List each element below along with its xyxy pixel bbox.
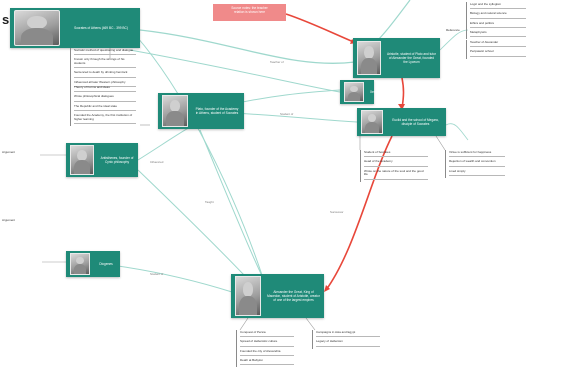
node-plato[interactable]: Plato, founder of the Academy in Athens,… <box>158 93 244 129</box>
notes-list-cynics: Virtue is sufficient for happiness Rejec… <box>445 150 505 178</box>
note-item: Teacher of Alexander <box>470 40 526 48</box>
note-item: Spread of Hellenistic culture <box>240 339 294 347</box>
node-label: Diogenes <box>99 262 113 266</box>
portrait-image <box>70 253 90 275</box>
note-item: Theory of Forms and ideas <box>74 85 136 93</box>
source-note-callout[interactable]: Source notes: the teacher relation is sh… <box>213 4 286 21</box>
branch-label: Argument <box>2 218 16 222</box>
connector <box>129 49 341 93</box>
edge-label: Taught <box>205 200 214 204</box>
note-item: Logic and the syllogism <box>470 2 526 10</box>
note-item: Legacy of Hellenism <box>316 339 380 347</box>
node-aristotle[interactable]: Aristotle, student of Plato and tutor of… <box>353 38 440 78</box>
connector <box>139 29 356 64</box>
portrait-image <box>70 145 94 175</box>
note-item: Influenced all later Western philosophy <box>74 80 136 87</box>
note-item: Death at Babylon <box>240 358 294 365</box>
list-connector <box>305 317 316 331</box>
edge-label: Teacher of <box>270 60 284 64</box>
note-item: Socratic method of questioning and dialo… <box>74 48 136 56</box>
portrait-image <box>357 41 381 75</box>
node-antisthenes[interactable]: Antisthenes, founder of Cynic philosophy <box>66 143 138 177</box>
note-item: Virtue is sufficient for happiness <box>449 150 505 158</box>
edge-label: Student of <box>150 272 164 276</box>
node-socrates[interactable]: Socrates of Athens (469 BC - 399 BC) <box>10 8 140 48</box>
connector <box>137 169 245 276</box>
connector <box>117 265 233 293</box>
portrait-image <box>14 10 60 46</box>
list-connector <box>435 135 446 151</box>
note-item: Wrote philosophical dialogues <box>74 94 136 102</box>
node-label: Socrates of Athens (469 BC - 399 BC) <box>74 26 128 30</box>
note-item: The Republic and the ideal state <box>74 104 136 111</box>
portrait-image <box>162 95 188 127</box>
arrow-head <box>324 285 330 292</box>
list-connector <box>239 317 249 331</box>
edge-label: Student of <box>280 112 294 116</box>
node-diogenes[interactable]: Diogenes <box>66 251 120 277</box>
note-item: Biology and natural science <box>470 11 526 19</box>
note-item: Wrote on the nature of the soul and the … <box>364 169 428 180</box>
notes-list-alexander: Conquest of Persia Spread of Hellenistic… <box>236 330 294 367</box>
note-item: Rejection of wealth and convention <box>449 159 505 167</box>
note-item: Founded the city of Alexandria <box>240 349 294 356</box>
notes-list-campaigns: Campaigns in Asia and Egypt Legacy of He… <box>312 330 380 349</box>
teacher-arrow <box>401 77 405 109</box>
note-item: Sentenced to death by drinking hemlock <box>74 70 136 78</box>
portrait-image <box>361 110 383 134</box>
portrait-image <box>344 82 364 102</box>
node-label: Plato, founder of the Academy in Athens,… <box>195 107 239 115</box>
node-label: Euclid and the school of Megara, discipl… <box>392 118 439 126</box>
node-label: Xenocrates <box>370 90 387 94</box>
note-item: Known only through the writings of his s… <box>74 57 136 69</box>
edge-label: Influenced <box>150 160 164 164</box>
note-item: Ethics and politics <box>470 21 526 28</box>
notes-list-aristotle: Logic and the syllogism Biology and natu… <box>466 2 526 39</box>
node-label: Alexander the Great, King of Macedon, st… <box>267 290 320 302</box>
notes-list-lyceum: Teacher of Alexander Peripatetic school <box>466 40 526 59</box>
branch-label: Reference <box>446 28 460 32</box>
notes-list-euclid: Student of Socrates Head of the Academy … <box>360 150 428 182</box>
edge-label: Successor <box>330 210 344 214</box>
node-label: Aristotle, student of Plato and tutor of… <box>387 52 436 64</box>
node-xenocrates[interactable]: Xenocrates <box>340 80 386 104</box>
note-item: Lived simply <box>449 169 505 176</box>
node-label: Antisthenes, founder of Cynic philosophy <box>100 156 134 164</box>
notes-list-plato: Theory of Forms and ideas Wrote philosop… <box>70 85 136 126</box>
connector <box>445 123 469 141</box>
teacher-arrow <box>285 13 357 44</box>
notes-list-socrates: Socratic method of questioning and dialo… <box>70 48 136 89</box>
note-item: Peripatetic school <box>470 49 526 57</box>
connector <box>439 29 469 51</box>
branch-label: Argument <box>2 150 16 154</box>
note-item: Student of Socrates <box>364 150 428 158</box>
note-item: Founded the Academy, the first instituti… <box>74 113 136 124</box>
note-item: Conquest of Persia <box>240 330 294 338</box>
portrait-image <box>235 276 261 316</box>
note-item: Head of the Academy <box>364 159 428 167</box>
node-alexander[interactable]: Alexander the Great, King of Macedon, st… <box>231 274 324 318</box>
note-item: Metaphysics <box>470 30 526 37</box>
note-item: Campaigns in Asia and Egypt <box>316 330 380 338</box>
node-euclid[interactable]: Euclid and the school of Megara, discipl… <box>357 108 446 136</box>
